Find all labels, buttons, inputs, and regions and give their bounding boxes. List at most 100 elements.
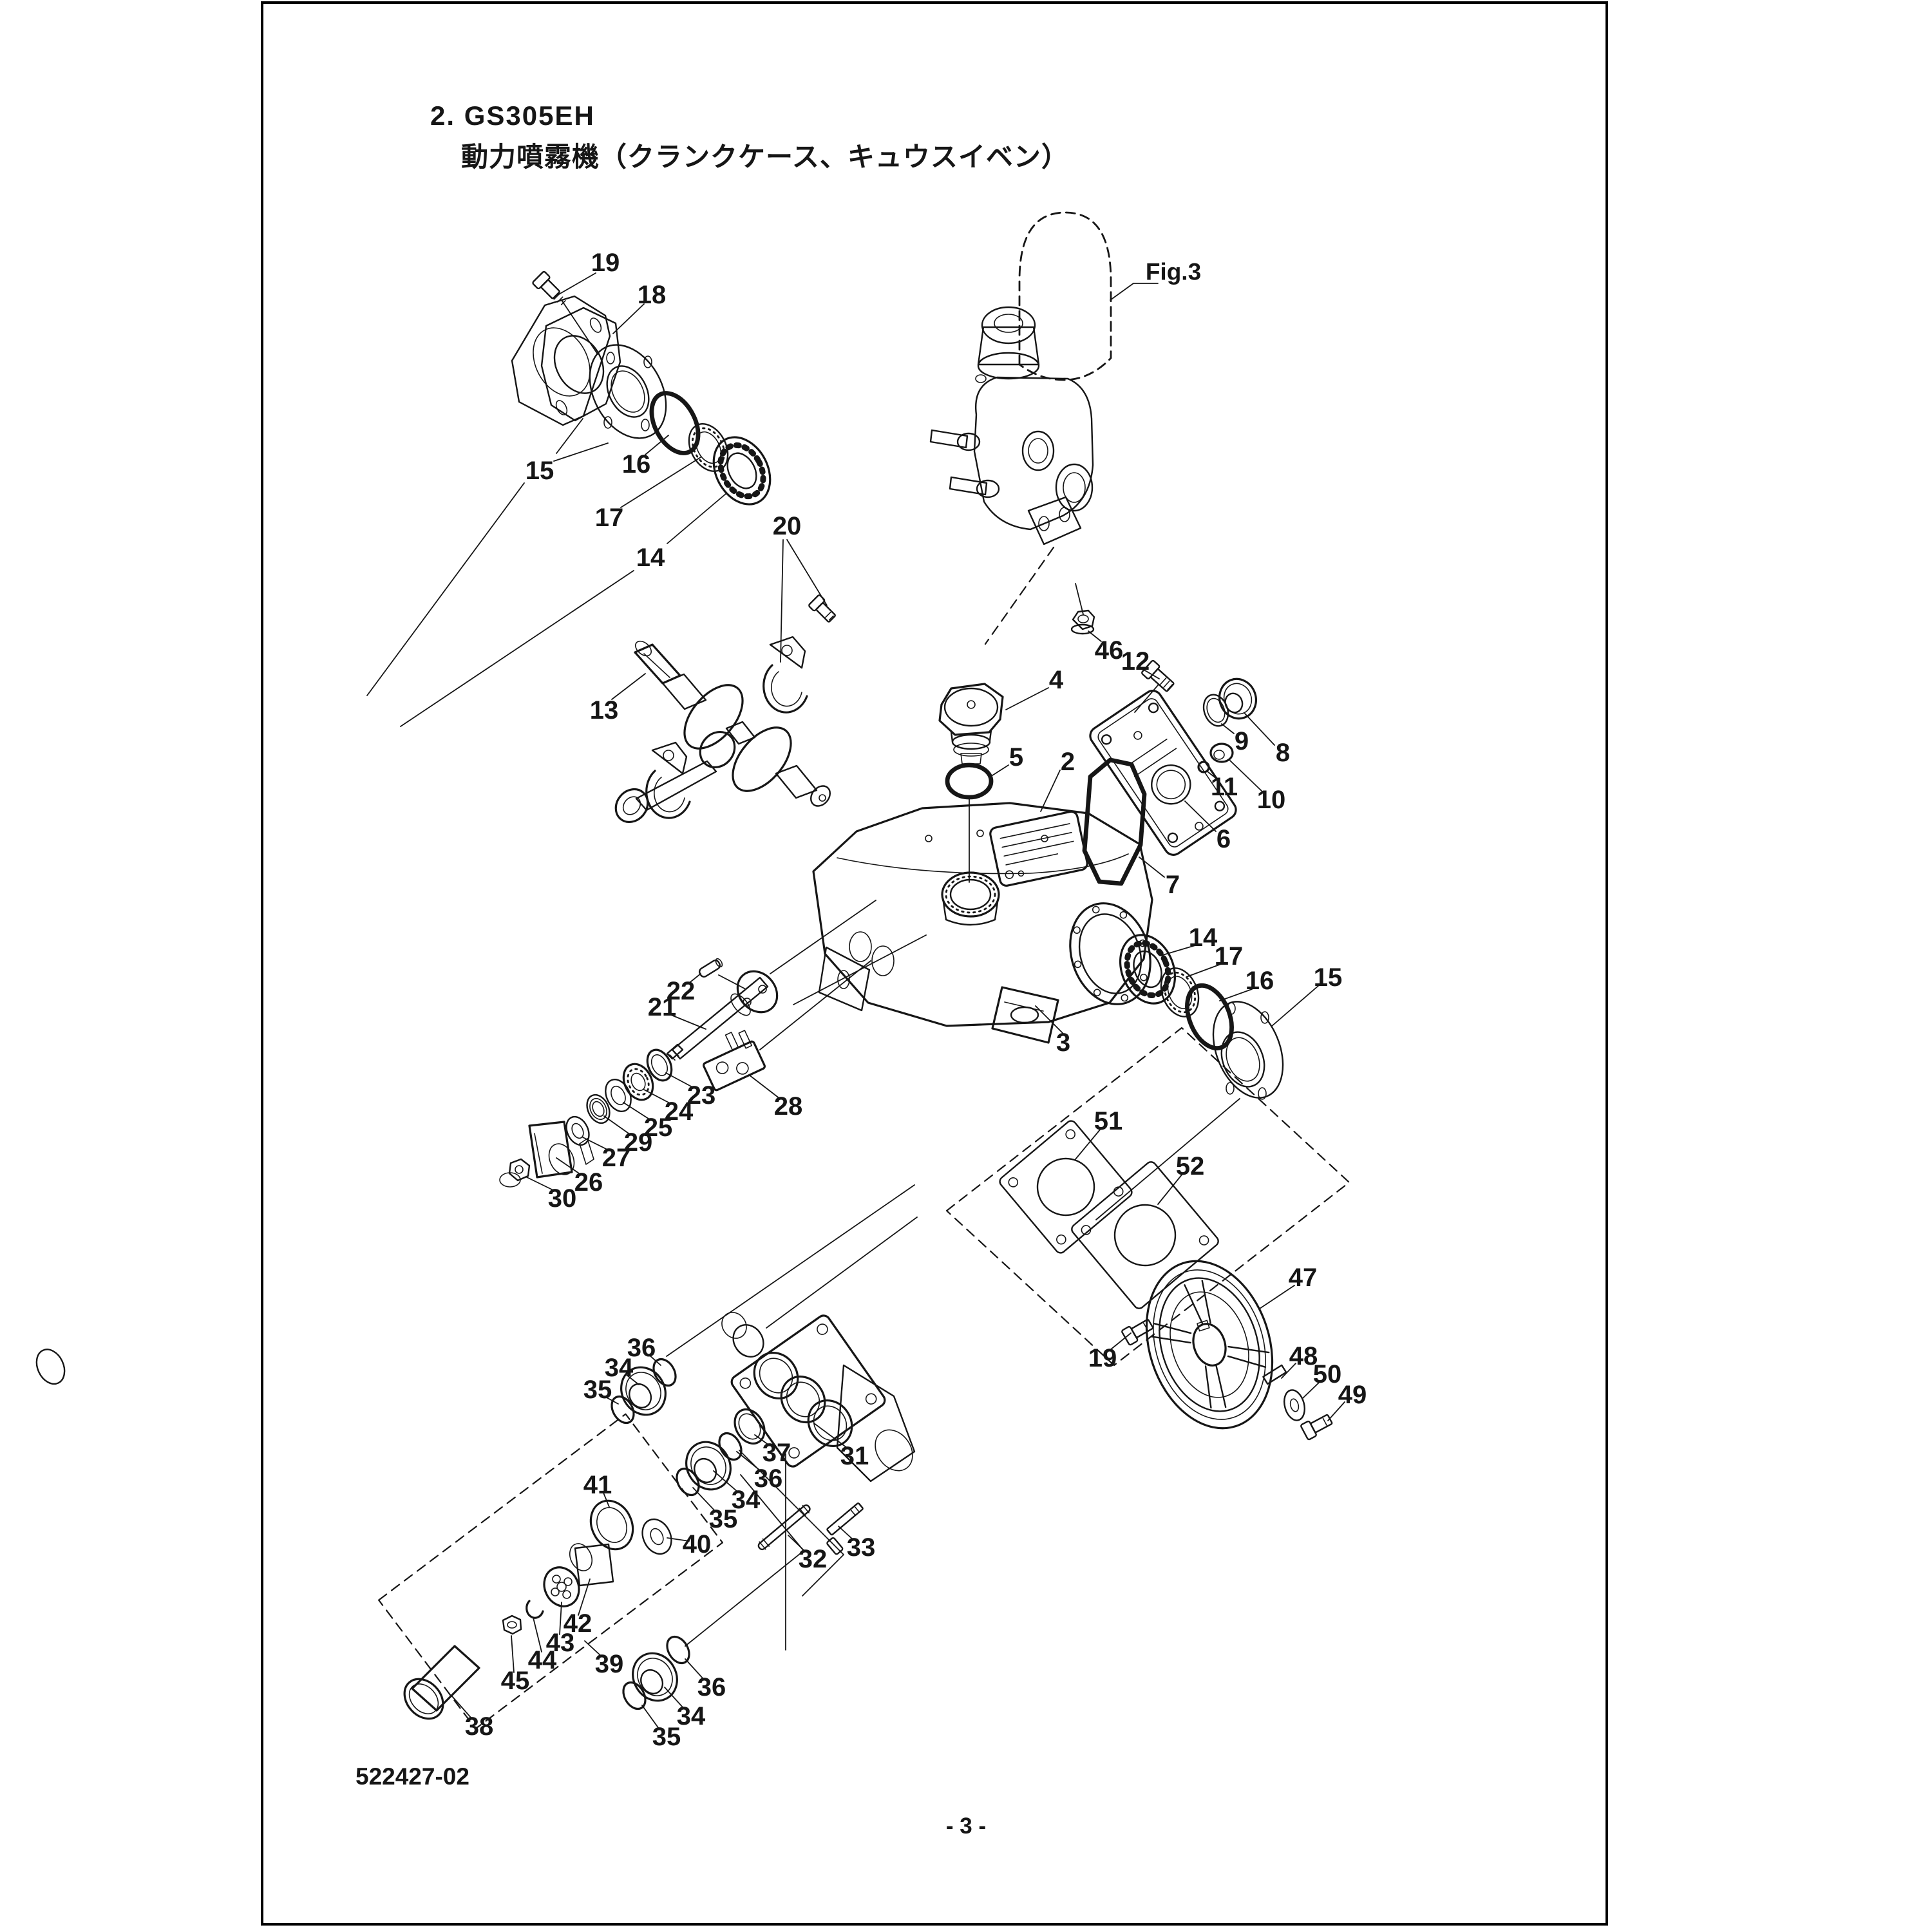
part-valve-plate-43 xyxy=(556,1582,567,1592)
leader-line xyxy=(786,539,828,606)
part-piston-rod-21 xyxy=(666,970,779,1061)
part-ball-bearing-14 xyxy=(717,442,766,500)
part-clamp-block-28 xyxy=(703,1040,766,1092)
part-label-8: 8 xyxy=(1276,739,1290,767)
leader-line xyxy=(511,1635,515,1673)
part-bearing-24 xyxy=(622,1063,654,1101)
part-tab-washer-27 xyxy=(579,1138,594,1165)
part-v-pulley-47 xyxy=(1153,1322,1192,1334)
part-nut-washer-30 xyxy=(508,1158,531,1182)
part-stud-32 xyxy=(802,1504,810,1513)
part-nut-45 xyxy=(507,1621,517,1629)
part-label-25: 25 xyxy=(644,1113,673,1142)
part-label-14: 14 xyxy=(1189,923,1218,952)
part-crankcase-body-2 xyxy=(871,945,895,976)
part-valve-plate-43 xyxy=(562,1590,571,1599)
part-cover-flange-disc-15 xyxy=(589,344,667,439)
part-crankcase-cover-plate-6 xyxy=(1195,822,1204,831)
part-cylinder-26 xyxy=(35,1121,575,1385)
leader-line xyxy=(692,1487,716,1512)
part-clamp-block-28 xyxy=(715,1061,729,1074)
part-key-48 xyxy=(1262,1364,1287,1385)
part-stud-32 xyxy=(799,1508,806,1517)
part-washer-50 xyxy=(1289,1398,1300,1412)
part-washer-25 xyxy=(605,1079,632,1112)
part-pump-head-assembly xyxy=(1063,472,1086,503)
part-valve-manifold-31 xyxy=(730,1314,886,1468)
part-label-26: 26 xyxy=(574,1168,603,1197)
part-oring-23 xyxy=(646,1048,673,1082)
part-cover-flange-disc-15 xyxy=(606,365,650,418)
part-crankcase-body-2 xyxy=(999,823,1070,839)
part-cylinder-26 xyxy=(528,1121,573,1179)
part-oring-16 xyxy=(649,391,701,455)
part-bearing-shells-20 xyxy=(762,664,808,714)
part-washer-25 xyxy=(611,1085,626,1106)
part-label-39: 39 xyxy=(595,1650,624,1678)
leader-line xyxy=(620,457,701,508)
part-label-35: 35 xyxy=(709,1505,738,1533)
leader-line xyxy=(718,974,746,990)
part-seal-ring-17-right xyxy=(1163,971,1197,1014)
leader-line xyxy=(612,303,645,334)
part-bushing-29 xyxy=(586,1094,611,1124)
leader-line xyxy=(667,493,727,544)
part-crankcase-body-2 xyxy=(1069,902,1151,1005)
part-crankcase-body-2 xyxy=(945,875,996,914)
leader-line xyxy=(1035,1005,1063,1034)
part-label-15: 15 xyxy=(526,457,554,485)
part-crankshaft-13 xyxy=(732,726,792,792)
part-cylinder-26 xyxy=(35,1349,66,1385)
part-bearing-shells-20 xyxy=(654,777,685,813)
part-valve-manifold-31 xyxy=(721,1312,747,1339)
part-v-pulley-47 xyxy=(1201,1280,1211,1324)
part-cover-flange-disc-15 xyxy=(643,355,652,368)
part-bolt-19-top xyxy=(540,279,560,299)
part-suction-fitting-38 xyxy=(408,1683,439,1714)
part-crankcase-body-2 xyxy=(837,970,850,989)
part-crankcase-body-2 xyxy=(818,946,871,1012)
leader-line xyxy=(1040,770,1061,812)
part-nut-washer-30 xyxy=(515,1165,524,1174)
part-plug-8 xyxy=(1218,677,1257,720)
part-crankcase-body-2 xyxy=(1005,853,1059,866)
part-v-pulley-47 xyxy=(1150,1336,1191,1344)
part-bearing-24 xyxy=(627,1068,650,1096)
part-crankcase-cover-plate-6 xyxy=(1089,690,1237,856)
part-cover-flange-15-right xyxy=(1226,1037,1260,1082)
part-crankcase-body-2 xyxy=(1140,973,1148,981)
part-oil-cap-4 xyxy=(967,700,976,709)
part-seal-ring-17 xyxy=(692,427,725,468)
part-bushing-42 xyxy=(574,1543,614,1587)
part-crankcase-body-2 xyxy=(1003,840,1074,857)
part-shaft-cover-cone xyxy=(533,327,591,397)
leader-line xyxy=(713,1470,739,1493)
part-bushing-42 xyxy=(569,1543,593,1571)
document-number: 522427-02 xyxy=(355,1763,469,1790)
leader-line xyxy=(557,272,596,296)
part-pin-22 xyxy=(698,960,721,978)
part-label-15: 15 xyxy=(1314,963,1343,992)
part-valve-plate-43 xyxy=(551,1587,560,1596)
part-valve-seat-37 xyxy=(734,1408,766,1445)
leader-polyline xyxy=(739,1450,844,1596)
part-oring-23 xyxy=(646,1048,673,1082)
leader-line xyxy=(748,1074,781,1099)
part-bolt-12 xyxy=(1160,677,1167,685)
part-crankshaft-13 xyxy=(622,796,641,815)
leader-line xyxy=(1327,1401,1345,1421)
part-nut-washer-30 xyxy=(499,1172,521,1188)
part-cover-flange-15-right xyxy=(1260,1011,1269,1024)
part-crankcase-cover-plate-6 xyxy=(1097,698,1229,848)
leader-line xyxy=(1075,583,1084,615)
part-crankcase-body-2 xyxy=(945,918,996,926)
leader-line xyxy=(666,1184,915,1357)
part-valve-manifold-31 xyxy=(817,1323,828,1335)
leader-line xyxy=(1207,771,1218,780)
part-label-33: 33 xyxy=(847,1533,876,1562)
part-seal-41 xyxy=(589,1499,634,1551)
part-bushing-42 xyxy=(569,1543,614,1587)
leader-line xyxy=(1110,1332,1132,1350)
part-label-43: 43 xyxy=(546,1629,575,1657)
